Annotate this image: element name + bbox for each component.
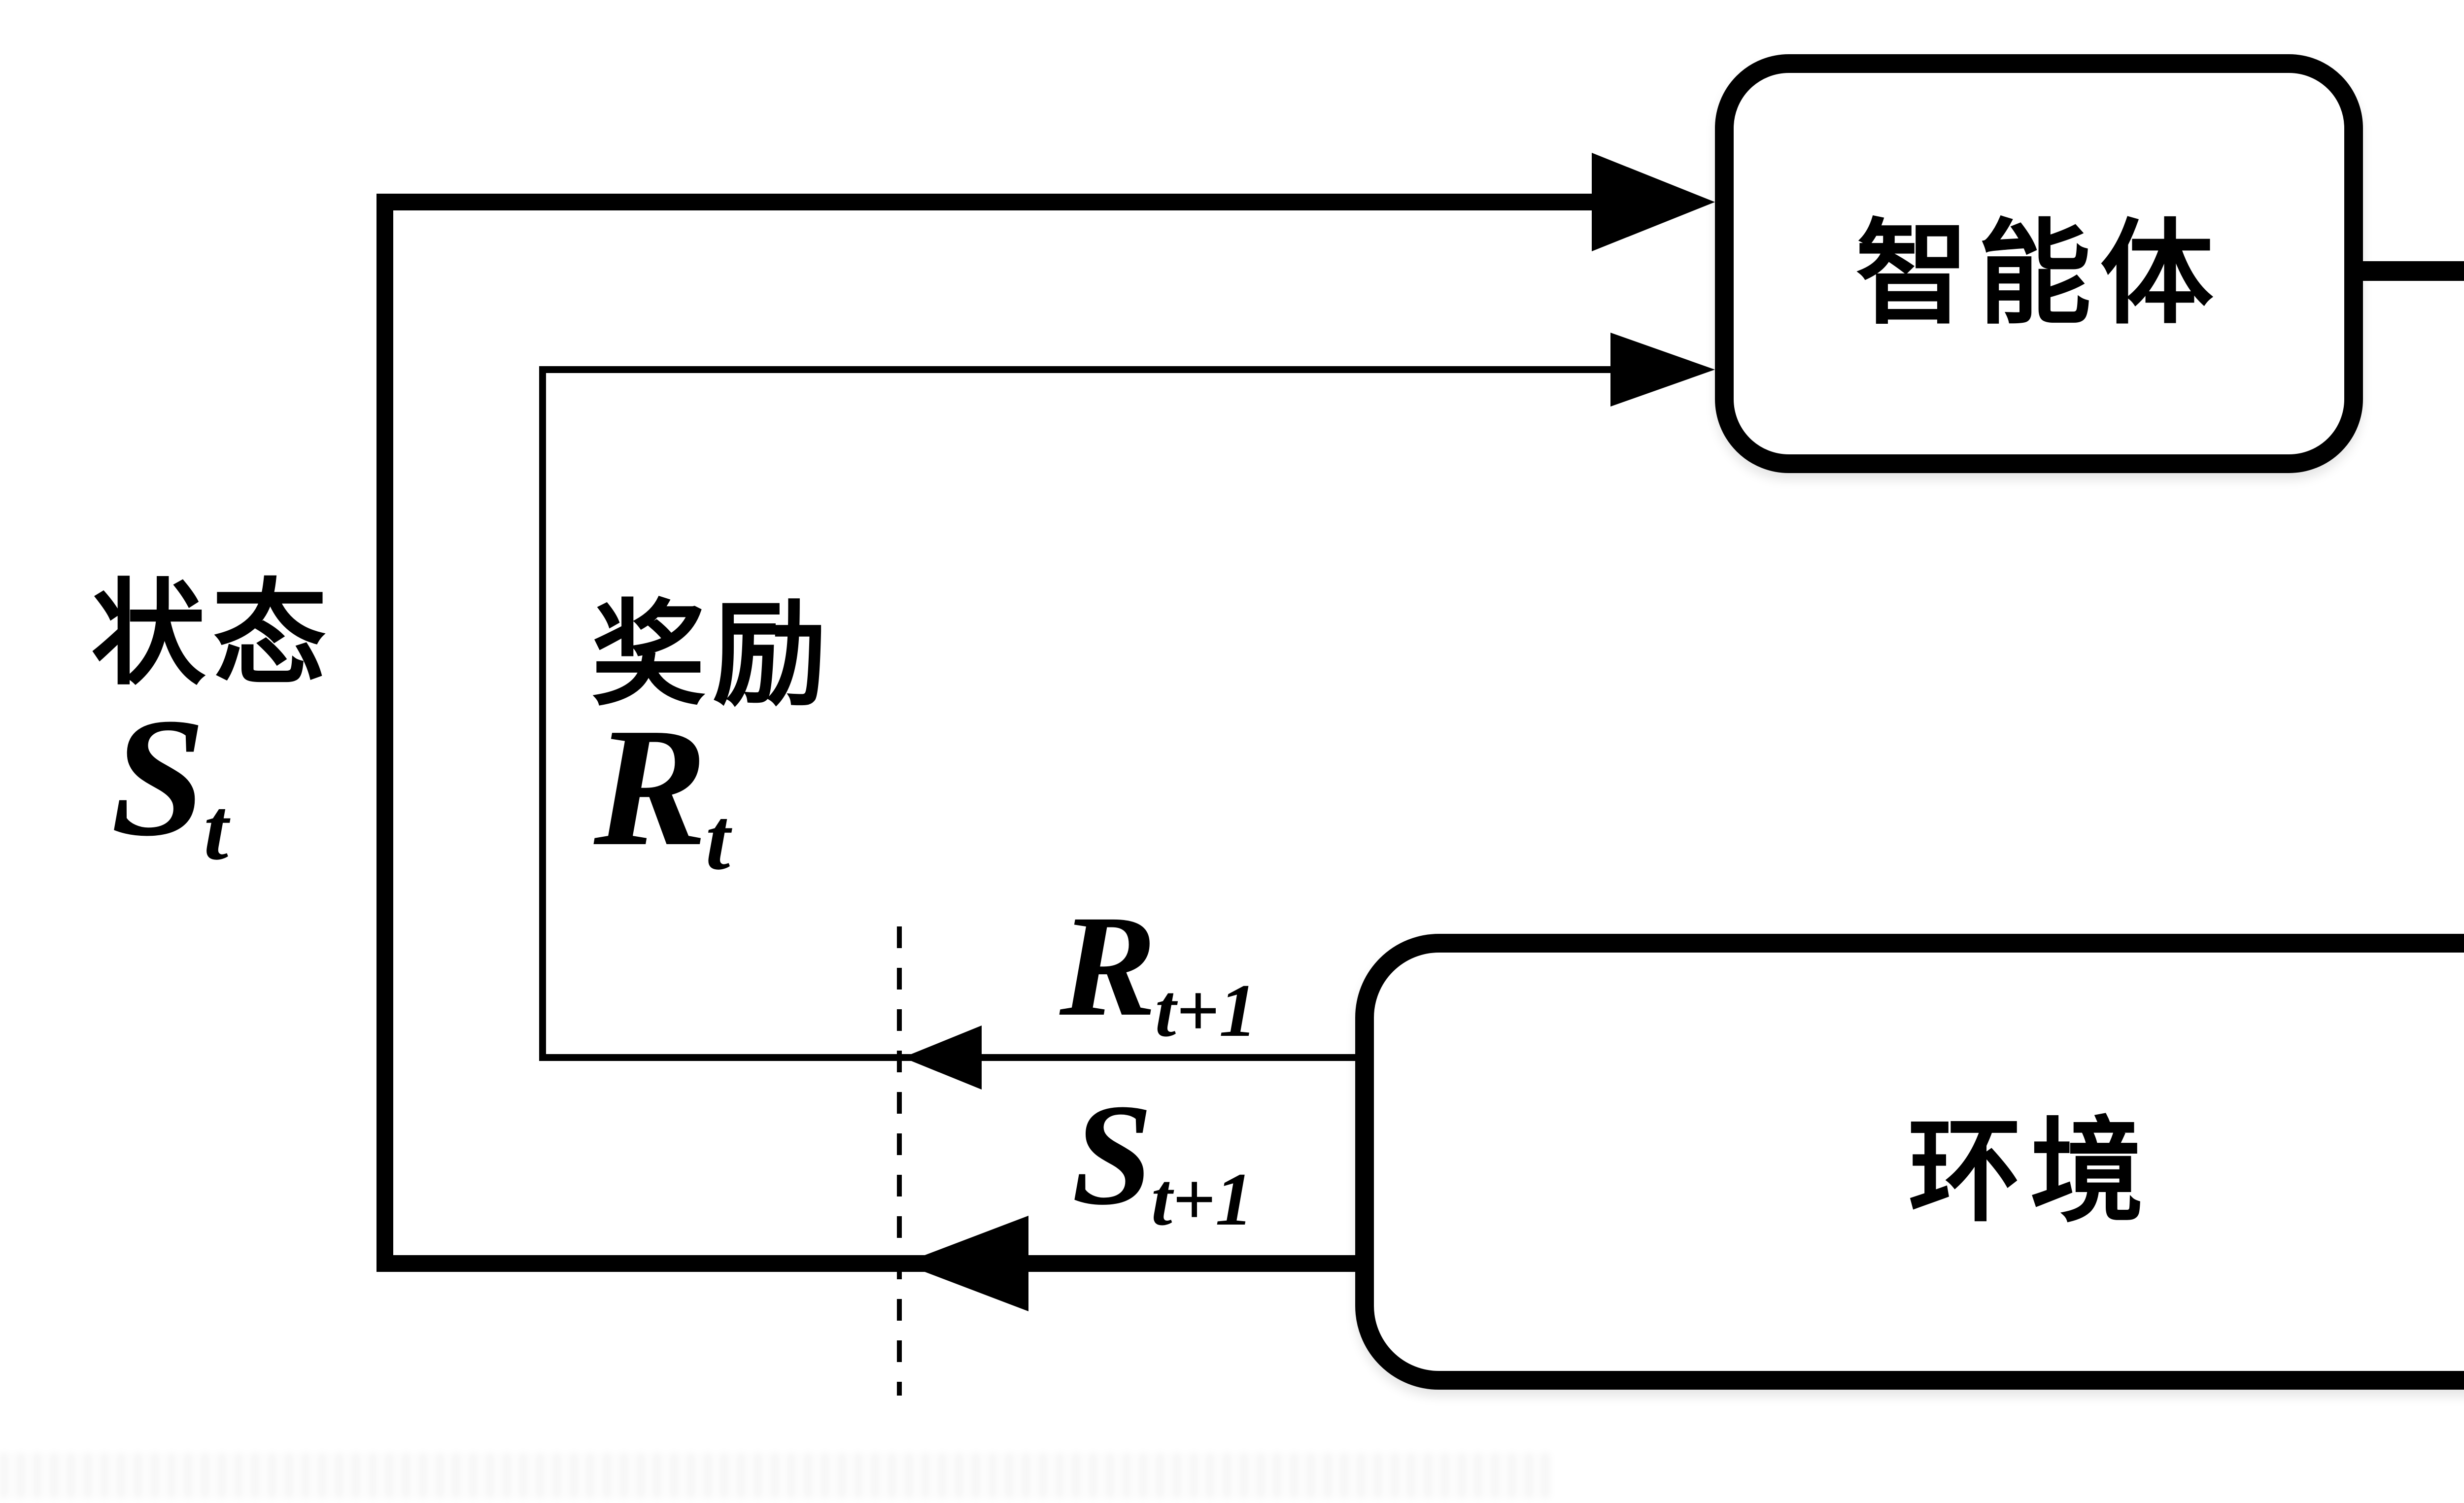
- agent-box: 智能体: [1715, 54, 2363, 473]
- next-state-symbol-label: St+1: [1072, 1074, 1253, 1241]
- next-reward-symbol-label: Rt+1: [1060, 885, 1257, 1053]
- state-symbol-label: St: [111, 683, 229, 879]
- state-cn-label: 状态: [91, 572, 334, 699]
- timestep-divider-dashed-line: [897, 926, 902, 1396]
- reward-to-agent-line: [539, 366, 1611, 373]
- next-state-arrowhead-icon: [903, 1216, 1028, 1311]
- next-state-from-env-line: [376, 1255, 1355, 1272]
- reward-cn-label: 奖励: [591, 593, 834, 719]
- state-to-agent-arrowhead-icon: [1592, 153, 1715, 251]
- environment-box-label: 环境: [1908, 1110, 2153, 1235]
- state-to-agent-line: [376, 194, 1592, 210]
- action-from-agent-line: [2363, 261, 2464, 281]
- agent-box-label: 智能体: [1855, 211, 2223, 338]
- state-loop-vertical-line: [376, 194, 393, 1272]
- reward-loop-vertical-line: [539, 366, 546, 1061]
- environment-box: 环境: [1355, 934, 2464, 1390]
- reward-symbol-label: Rt: [594, 693, 730, 888]
- reward-to-agent-arrowhead-icon: [1610, 333, 1715, 407]
- next-reward-arrowhead-icon: [903, 1025, 982, 1090]
- illegible-caption-remnant: [0, 1453, 1552, 1498]
